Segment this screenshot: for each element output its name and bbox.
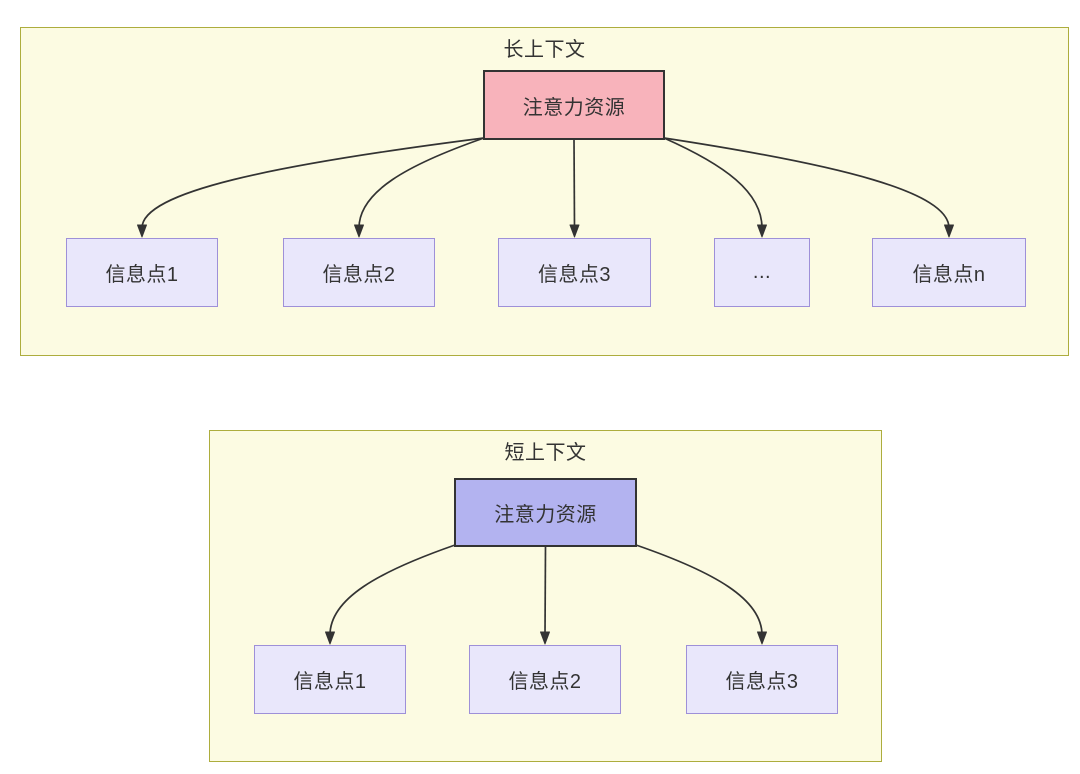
arrowhead-icon	[137, 224, 147, 238]
short-context-title: 短上下文	[504, 442, 587, 464]
info-node-ellipsis: ...	[714, 238, 810, 307]
arrowhead-icon	[757, 224, 767, 238]
arrow-curve	[663, 137, 763, 229]
info-node-3: 信息点3	[498, 238, 651, 307]
arrow-curve	[358, 137, 485, 229]
info-node-2: 信息点2	[469, 645, 621, 714]
arrowhead-icon	[944, 224, 954, 238]
arrow-curve	[329, 544, 456, 636]
info-node-1: 信息点1	[66, 238, 218, 307]
attention-hub-short: 注意力资源	[454, 478, 637, 547]
arrowhead-icon	[354, 224, 364, 238]
long-context-container: 长上下文 注意力资源 信息点1 信息点2 信息点3 ... 信息点n	[20, 27, 1069, 356]
arrowhead-icon	[569, 224, 580, 238]
arrow-curve	[141, 137, 485, 229]
info-node-3: 信息点3	[686, 645, 838, 714]
arrow-curve	[635, 544, 763, 636]
arrowhead-icon	[540, 631, 550, 645]
info-node-1: 信息点1	[254, 645, 406, 714]
attention-hub-long: 注意力资源	[483, 70, 665, 140]
arrow-curve	[663, 137, 950, 229]
long-context-title: 长上下文	[503, 39, 586, 61]
short-context-container: 短上下文 注意力资源 信息点1 信息点2 信息点3	[209, 430, 882, 762]
info-node-2: 信息点2	[283, 238, 435, 307]
arrow-curve	[573, 138, 576, 229]
arrowhead-icon	[757, 631, 767, 645]
arrowhead-icon	[325, 631, 335, 645]
info-node-n: 信息点n	[872, 238, 1026, 307]
arrow-curve	[544, 545, 547, 636]
